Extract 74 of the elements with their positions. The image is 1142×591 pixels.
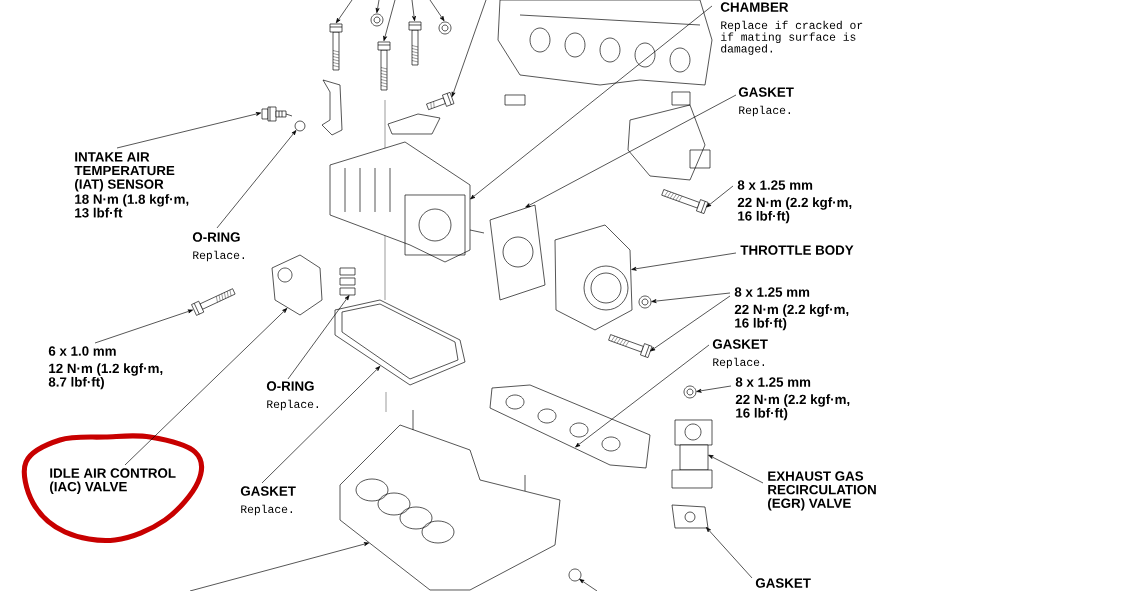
leader-line <box>94 309 193 344</box>
part-name: EXHAUST GAS RECIRCULATION (EGR) VALVE <box>768 471 876 511</box>
torque-spec: 12 N·m (1.2 kgf·m, 8.7 lbf·ft) <box>48 363 163 390</box>
leader-line <box>383 0 396 42</box>
leader-line <box>429 0 445 22</box>
bolt <box>191 288 236 316</box>
leader-line <box>116 112 262 149</box>
leader-line <box>335 0 353 24</box>
intake-chamber-drawing <box>329 141 485 263</box>
bolt <box>661 189 709 214</box>
part-name: O-RING <box>192 232 240 242</box>
bolt <box>377 41 391 91</box>
nut <box>370 13 384 27</box>
part-name: GASKET <box>712 339 768 349</box>
leader-line <box>216 130 297 229</box>
torque-spec: 22 N·m (2.2 kgf·m, 16 lbf·ft) <box>735 394 850 421</box>
leader-line <box>375 0 380 13</box>
valve-drawing <box>271 254 323 316</box>
leader-line <box>451 0 487 97</box>
replace-note: Replace. <box>267 399 318 411</box>
throttle-gasket <box>489 204 546 301</box>
intake-manifold-drawing <box>339 409 561 591</box>
part-name: THROTTLE BODY <box>740 245 854 255</box>
leader-line <box>189 542 370 591</box>
bolt <box>426 92 455 111</box>
leader-line <box>631 252 737 271</box>
torque-spec: 22 N·m (2.2 kgf·m, 16 lbf·ft) <box>734 304 849 331</box>
leader-line <box>124 308 288 466</box>
leader-line <box>575 344 710 448</box>
replace-note: Replace. <box>241 504 292 516</box>
part-name: IDLE AIR CONTROL (IAC) VALVE <box>50 468 176 494</box>
bolt <box>408 21 422 66</box>
size-spec: 6 x 1.0 mm <box>48 346 116 356</box>
size-spec: 8 x 1.25 mm <box>735 377 811 387</box>
part-name: O-RING <box>266 381 314 391</box>
sensor <box>261 106 293 122</box>
replace-note: Replace. <box>739 105 790 117</box>
leader-line <box>706 185 734 208</box>
size-spec: 8 x 1.25 mm <box>737 180 813 190</box>
nut <box>683 385 697 399</box>
leader-line <box>650 295 731 352</box>
nut <box>638 295 652 309</box>
egr-valve-drawing <box>671 419 713 489</box>
torque-spec: 18 N·m (1.8 kgf·m, 13 lbf·ft <box>75 194 189 218</box>
part-name: GASKET <box>240 486 296 496</box>
valve-gasket <box>671 504 709 529</box>
chamber-gasket <box>334 299 466 386</box>
leader-line <box>706 527 753 579</box>
leader-line <box>525 94 737 208</box>
torque-spec: 22 N·m (2.2 kgf·m, 16 lbf·ft) <box>737 197 852 224</box>
leader-line <box>579 578 598 591</box>
part-name: INTAKE AIR TEMPERATURE (IAT) SENSOR <box>74 152 175 192</box>
leader-line <box>261 366 381 484</box>
seal-drawing <box>339 267 356 296</box>
bolt <box>329 23 343 71</box>
part-name: GASKET <box>755 578 811 588</box>
leader-line <box>708 454 764 484</box>
leader-line <box>411 0 416 22</box>
leader-line <box>287 295 350 380</box>
o-ring <box>294 120 306 132</box>
throttle-body-drawing <box>554 224 633 331</box>
manifold-gasket <box>489 384 651 469</box>
bolt <box>608 334 653 358</box>
replace-note: Replace if cracked or if mating surface is damaged. <box>721 20 863 55</box>
part-name: CHAMBER <box>720 2 789 12</box>
nut <box>438 21 452 35</box>
part-name: GASKET <box>738 87 794 97</box>
size-spec: 8 x 1.25 mm <box>734 287 810 297</box>
leader-line <box>696 385 732 393</box>
leader-line <box>470 5 713 200</box>
replace-note: Replace. <box>713 357 764 369</box>
replace-note: Replace. <box>193 250 244 262</box>
leader-line <box>651 292 731 303</box>
o-ring <box>568 568 582 582</box>
